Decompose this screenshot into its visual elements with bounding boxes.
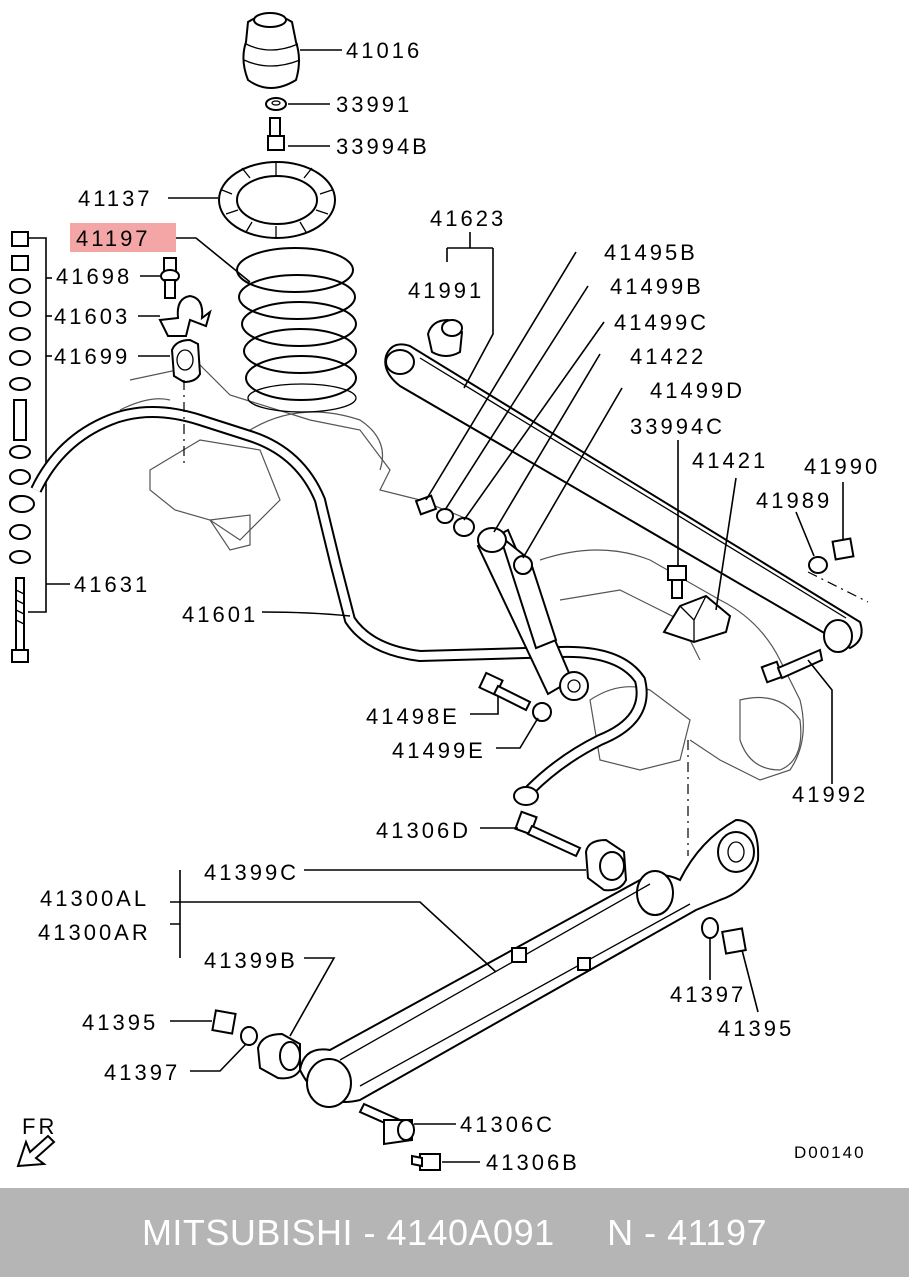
bolt-41698 (140, 257, 180, 299)
label-41399B: 41399B (204, 948, 298, 973)
label-41016: 41016 (346, 38, 422, 63)
washer-41989 (795, 511, 828, 574)
part-labels: 41016 33991 33994B 41137 41197 41623 414… (22, 38, 880, 1175)
label-41395-right: 41395 (718, 1016, 794, 1041)
label-41197: 41197 (76, 226, 151, 251)
washer-41499D (513, 387, 623, 575)
bolt-41992 (760, 648, 833, 784)
bracket-41421 (662, 477, 737, 644)
footer-bar: MITSUBISHI - 4140A091 N - 41197 (0, 1188, 909, 1277)
label-41421: 41421 (692, 448, 768, 473)
washer-41397-left (190, 1026, 258, 1072)
label-fr: FR (22, 1114, 57, 1139)
bracket-41603 (138, 294, 212, 337)
nut-41990 (831, 482, 855, 561)
bracket-41300 (170, 870, 181, 958)
bolt-41306B (411, 1153, 480, 1171)
label-33994B: 33994B (336, 134, 430, 159)
bushing-41399C (304, 838, 628, 892)
nut-41495B (414, 251, 577, 516)
label-41395-left: 41395 (82, 1010, 158, 1035)
label-41499E: 41499E (392, 738, 486, 763)
upper-arm-41623 (384, 232, 863, 653)
label-41991: 41991 (408, 278, 484, 303)
washer-33991 (265, 97, 330, 111)
nut-41395-right (721, 927, 759, 1013)
label-41399C: 41399C (204, 860, 299, 885)
label-41990: 41990 (804, 454, 880, 479)
bump-stop-41016 (242, 12, 342, 89)
label-41603: 41603 (54, 304, 130, 329)
bushing-41399B (256, 957, 336, 1080)
bushing-41699 (138, 338, 202, 384)
bushing-41991 (426, 318, 464, 357)
highlight-41197 (70, 223, 176, 252)
label-41989: 41989 (756, 488, 832, 513)
footer-part-number: MITSUBISHI - 4140A091 N - 41197 (141, 1211, 768, 1253)
label-41631: 41631 (74, 572, 150, 597)
label-41306D: 41306D (376, 818, 471, 843)
label-41306C: 41306C (460, 1112, 555, 1137)
stabilizer-bar-41601 (9, 406, 648, 806)
label-41498E: 41498E (366, 704, 460, 729)
label-41623: 41623 (430, 206, 506, 231)
bolt-41306C (358, 1102, 456, 1146)
bolt-41306D (480, 810, 582, 858)
lower-arm-41300 (180, 818, 760, 1108)
label-33991: 33991 (336, 92, 412, 117)
bolt-33994B (267, 117, 330, 151)
label-33994C: 33994C (630, 414, 725, 439)
bolt-41498E (470, 671, 532, 715)
label-41499B: 41499B (610, 274, 704, 299)
rear-suspension-diagram: 41016 33991 33994B 41137 41197 41623 414… (9, 12, 880, 1175)
washer-41499C (453, 321, 605, 537)
washer-41499B (436, 285, 589, 524)
front-arrow-icon (16, 1134, 56, 1168)
label-41306B: 41306B (486, 1150, 580, 1175)
label-41698: 41698 (56, 264, 132, 289)
label-41495B: 41495B (604, 240, 698, 265)
washer-41499E (496, 702, 552, 749)
spring-seat-41137 (168, 161, 336, 239)
label-41499C: 41499C (614, 310, 709, 335)
label-41699: 41699 (54, 344, 130, 369)
label-41422: 41422 (630, 344, 706, 369)
label-41300AL: 41300AL (40, 886, 149, 911)
bolt-33994C (667, 440, 687, 599)
label-diagram-code: D00140 (794, 1143, 866, 1162)
label-41300AR: 41300AR (38, 920, 151, 945)
label-41992: 41992 (792, 782, 868, 807)
coil-spring-41197 (176, 237, 357, 413)
nut-41395-left (170, 1009, 237, 1035)
washer-41397-right (701, 917, 719, 980)
label-41397-left: 41397 (104, 1060, 180, 1085)
label-41397-right: 41397 (670, 982, 746, 1007)
label-41137: 41137 (78, 186, 153, 211)
label-41601: 41601 (182, 602, 258, 627)
label-41499D: 41499D (650, 378, 745, 403)
